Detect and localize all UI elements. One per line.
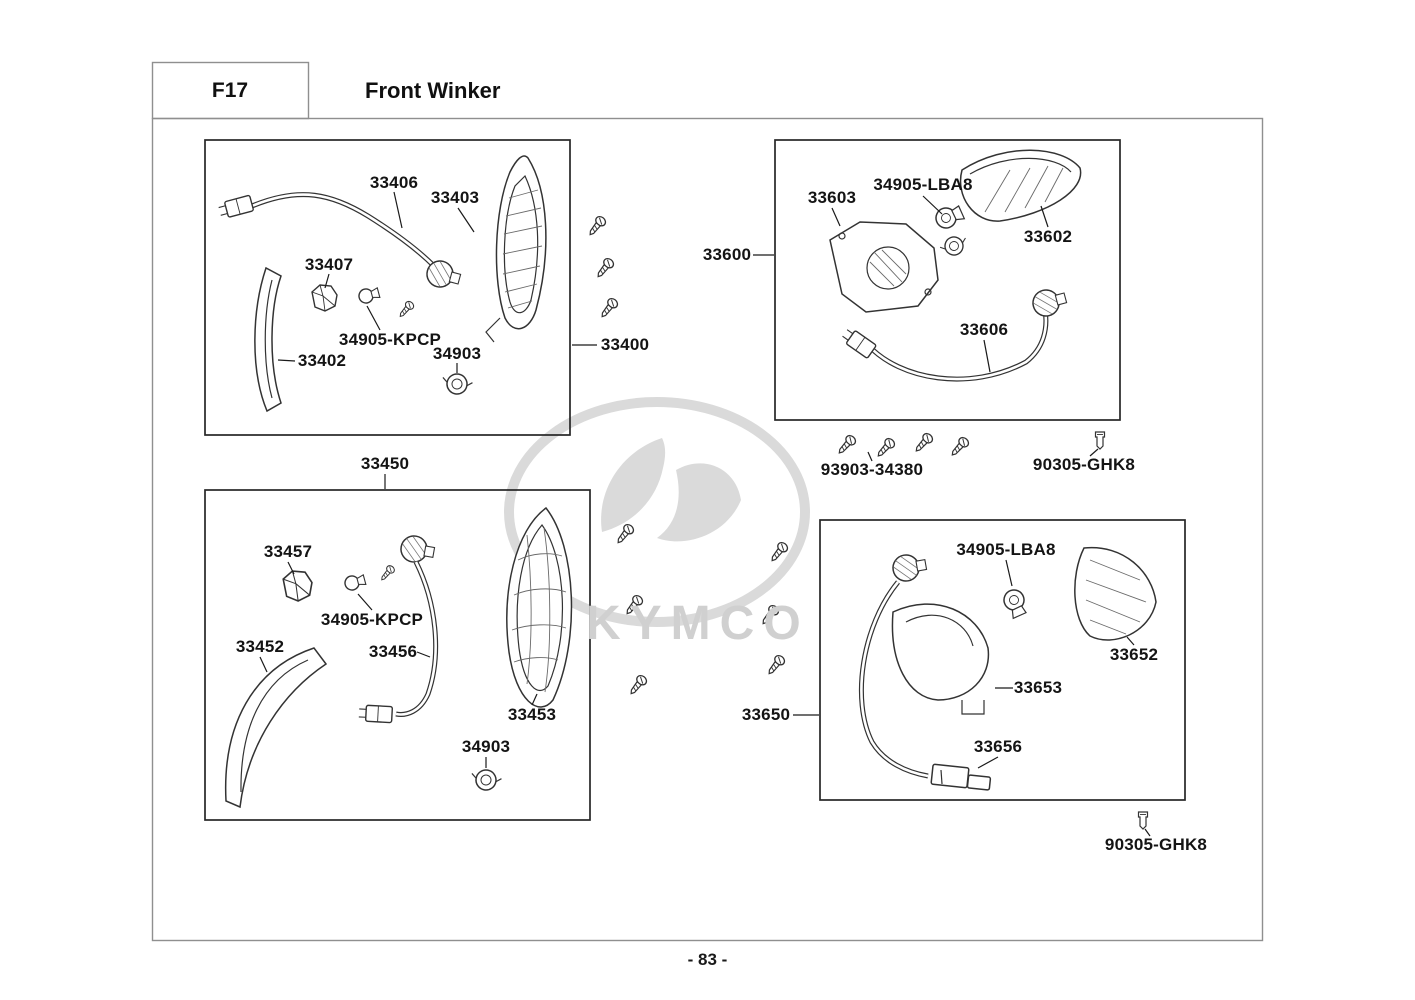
page-frame [151, 61, 1264, 942]
screw-icon [396, 299, 416, 320]
clip-nut-icon [1094, 431, 1106, 450]
kymco-logo-watermark [504, 397, 810, 627]
clip-nut-icon [1137, 811, 1149, 830]
housing-33603 [829, 221, 939, 313]
bulb-socket [937, 232, 971, 260]
fastener-label-93903-34380: 93903-34380 [820, 460, 924, 479]
assembly-33450-art [224, 506, 573, 809]
assembly-33650-art [858, 546, 1157, 791]
part-label-34905-lba8-1: 34905-LBA8 [873, 175, 973, 194]
part-label-33406: 33406 [369, 173, 419, 192]
part-label-34905-lba8-2: 34905-LBA8 [956, 540, 1056, 559]
section-code: F17 [211, 78, 249, 102]
panel-box-33450 [204, 489, 591, 821]
screw-icon [626, 673, 649, 698]
panel-boxes [204, 139, 1186, 821]
part-label-33403: 33403 [430, 188, 480, 207]
screw-icon [597, 296, 620, 321]
screw-icon [873, 436, 897, 461]
part-label-33652: 33652 [1109, 645, 1159, 664]
part-label-33656: 33656 [973, 737, 1023, 756]
socket-34903 [439, 370, 475, 398]
screw-icon [378, 563, 397, 583]
connector-plug [216, 194, 255, 220]
socket-34903 [468, 766, 504, 794]
part-label-33602: 33602 [1023, 227, 1073, 246]
watermark-brand: KYMCO [586, 597, 810, 650]
assembly-33600-art [829, 149, 1082, 382]
screw-icon [593, 256, 616, 281]
lens-33403 [485, 155, 547, 343]
assembly-ref-33400: 33400 [600, 335, 650, 354]
screw-icon [585, 214, 608, 239]
screw-icon [911, 431, 935, 456]
assembly-ref-33650: 33650 [741, 705, 791, 724]
connector-plug [839, 325, 878, 360]
assembly-ref-33600: 33600 [702, 245, 752, 264]
part-label-33452: 33452 [235, 637, 285, 656]
part-label-33453: 33453 [507, 705, 557, 724]
screw-icon [834, 433, 858, 458]
part-label-33402: 33402 [297, 351, 347, 370]
housing-33453 [506, 506, 573, 708]
part-label-34905-kpcp-2: 34905-KPCP [320, 610, 424, 629]
bulb-socket [398, 533, 437, 567]
panel-box-33650 [819, 519, 1186, 801]
lens-33452 [224, 647, 328, 809]
connector-33656 [930, 763, 992, 791]
page-number: - 83 - [687, 950, 728, 969]
part-label-34903-1: 34903 [432, 344, 482, 363]
page-title: Front Winker [365, 77, 501, 103]
bulb-33407 [311, 284, 338, 312]
part-label-33456: 33456 [368, 642, 418, 661]
fastener-label-90305-ghk8-bottom: 90305-GHK8 [1104, 835, 1208, 854]
bracket-33653 [891, 603, 990, 715]
fastener-label-90305-ghk8-top: 90305-GHK8 [1032, 455, 1136, 474]
part-label-34903-2: 34903 [461, 737, 511, 756]
panel-box-33600 [774, 139, 1121, 421]
leader-lines [259, 191, 1151, 837]
part-label-34905-kpcp-1: 34905-KPCP [338, 330, 442, 349]
part-label-33457: 33457 [263, 542, 313, 561]
bulb-34905-kpcp [356, 285, 382, 306]
assembly-33400-art [216, 155, 547, 413]
bulb-34905-lba8 [932, 202, 967, 232]
lens-33402 [254, 266, 282, 413]
part-label-33606: 33606 [959, 320, 1009, 339]
bulb-33457 [282, 570, 313, 602]
bulb-34905-kpcp [342, 572, 368, 593]
wire-33606 [866, 309, 1049, 382]
assembly-ref-33450: 33450 [360, 454, 410, 473]
screw-icon [764, 653, 787, 678]
lens-33652 [1074, 546, 1157, 641]
bulb-34905-lba8 [1000, 586, 1030, 621]
screw-icon [947, 435, 971, 460]
lens-33602 [959, 149, 1082, 222]
connector-plug [357, 704, 394, 724]
part-label-33603: 33603 [807, 188, 857, 207]
bulb-socket [890, 550, 929, 584]
panel-box-33400 [204, 139, 571, 436]
part-label-33407: 33407 [304, 255, 354, 274]
bulb-socket [1029, 284, 1070, 320]
part-label-33653: 33653 [1013, 678, 1063, 697]
